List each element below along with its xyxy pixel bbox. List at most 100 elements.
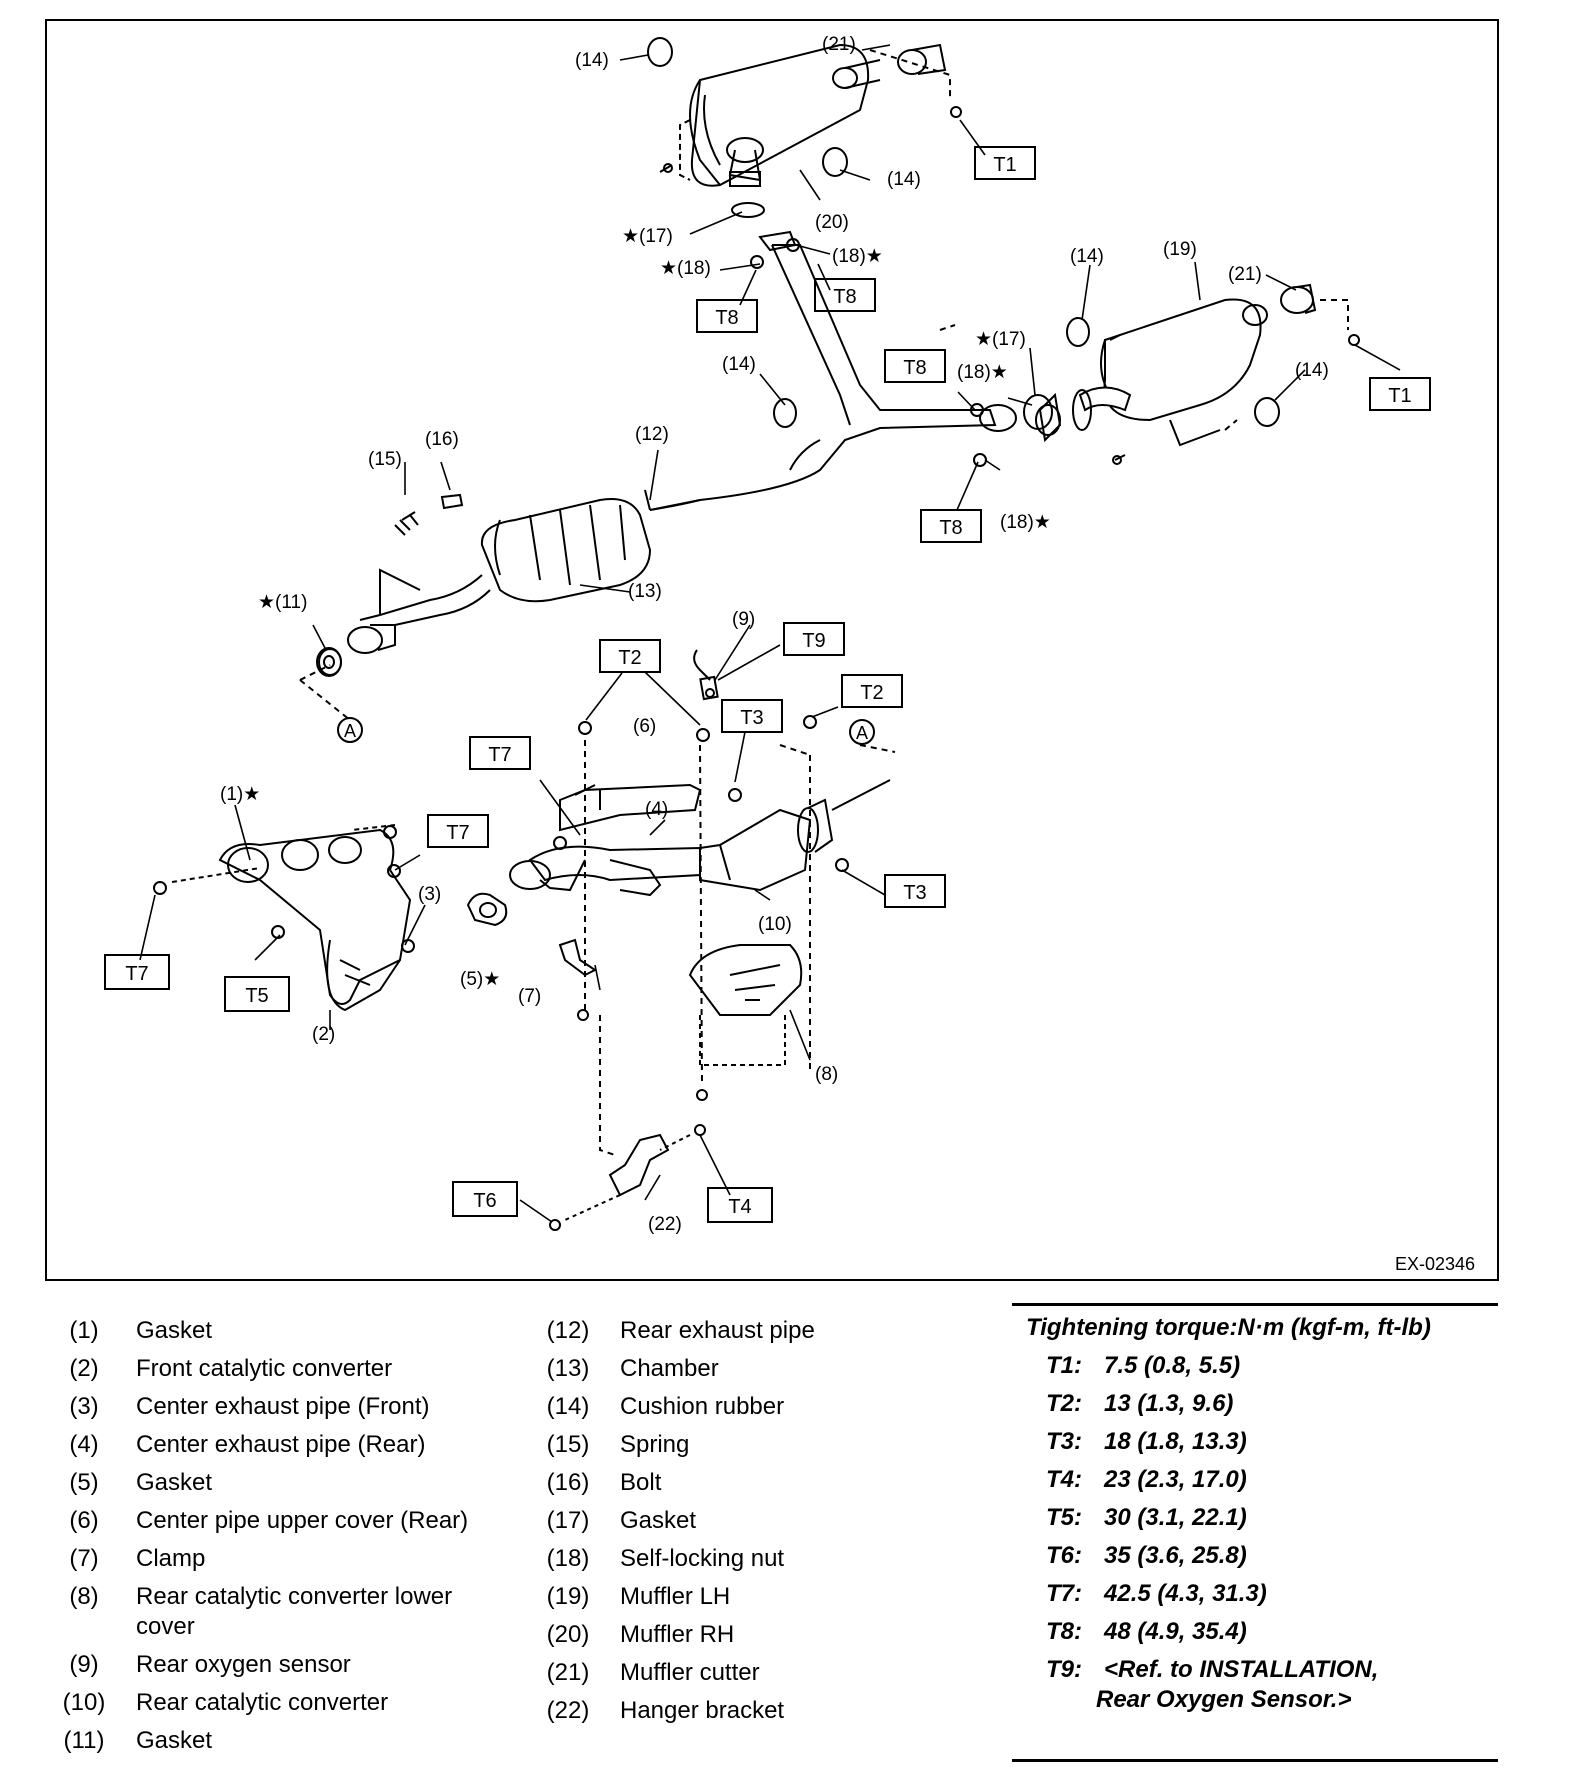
torque-tag: T3 bbox=[740, 707, 763, 729]
leader-lines bbox=[139, 44, 1401, 1223]
torque-value: 23 (2.3, 17.0) bbox=[1104, 1466, 1247, 1493]
torque-tag: T5 bbox=[245, 985, 268, 1007]
muffler-rh bbox=[647, 37, 947, 218]
part-name: Gasket bbox=[136, 1727, 213, 1754]
torque-tag: T2 bbox=[618, 647, 641, 669]
callout: (18)★ bbox=[957, 362, 1008, 383]
part-name: Muffler cutter bbox=[620, 1659, 760, 1686]
part-name: Muffler RH bbox=[620, 1621, 735, 1648]
callout: (4) bbox=[645, 799, 668, 820]
diagram-frame bbox=[45, 19, 1499, 1281]
callout: (1)★ bbox=[220, 784, 260, 805]
torque-row: T3:18 (1.8, 13.3) bbox=[1046, 1428, 1247, 1456]
legend-row: (11) Gasket bbox=[54, 1722, 514, 1760]
torque-tag: T8 bbox=[715, 307, 738, 329]
torque-value: 35 (3.6, 25.8) bbox=[1104, 1542, 1247, 1569]
torque-value: 13 (1.3, 9.6) bbox=[1104, 1390, 1234, 1417]
center-pipe-upper-cover bbox=[559, 783, 702, 832]
callout: (14) bbox=[722, 354, 756, 375]
part-number: (14) bbox=[546, 1393, 590, 1420]
hanger-bracket bbox=[549, 1124, 706, 1231]
part-name: Center exhaust pipe (Front) bbox=[136, 1393, 430, 1420]
legend-row: (21)Muffler cutter bbox=[538, 1654, 978, 1692]
part-number: (6) bbox=[69, 1507, 99, 1534]
part-number: (13) bbox=[546, 1355, 590, 1382]
legend-row: (20)Muffler RH bbox=[538, 1616, 978, 1654]
callout: (6) bbox=[633, 716, 656, 737]
legend-row: (14) Cushion rubber bbox=[538, 1388, 978, 1426]
legend-row: (2)Front catalytic converter bbox=[54, 1350, 514, 1388]
torque-tag: T4 bbox=[728, 1196, 751, 1218]
callout: (21) bbox=[1228, 264, 1262, 285]
rear-exhaust-pipe bbox=[644, 230, 1053, 511]
callout: (12) bbox=[635, 424, 669, 445]
part-number: (11) bbox=[63, 1727, 105, 1754]
torque-row: T9:<Ref. to INSTALLATION, bbox=[1046, 1656, 1378, 1684]
torque-value: 42.5 (4.3, 31.3) bbox=[1104, 1580, 1267, 1607]
callout: (9) bbox=[732, 609, 755, 630]
part-number: (9) bbox=[69, 1651, 99, 1678]
part-name: Bolt bbox=[620, 1469, 662, 1496]
torque-key: T1: bbox=[1046, 1352, 1082, 1379]
part-number: (8) bbox=[69, 1583, 99, 1610]
torque-tag: T8 bbox=[903, 357, 926, 379]
legend-row: (3)Center exhaust pipe (Front) bbox=[54, 1388, 514, 1426]
torque-title: Tightening torque:N·m (kgf-m, ft-lb) bbox=[1026, 1314, 1431, 1341]
legend-row: (22)Hanger bracket bbox=[538, 1692, 978, 1730]
legend-row: (8) Rear catalytic converter lower cover bbox=[54, 1578, 514, 1646]
callout: (2) bbox=[312, 1024, 335, 1045]
torque-row-continuation: Rear Oxygen Sensor.> bbox=[1096, 1686, 1352, 1713]
part-name: Front catalytic converter bbox=[136, 1355, 393, 1382]
callout: (21) bbox=[822, 34, 856, 55]
callout: (14) bbox=[1070, 246, 1104, 267]
muffler-lh bbox=[1035, 283, 1317, 465]
guide-lines bbox=[299, 49, 1349, 1156]
torque-row: T4:23 (2.3, 17.0) bbox=[1046, 1466, 1247, 1494]
legend-row: (15)Spring bbox=[538, 1426, 978, 1464]
center-exhaust-pipe-rear bbox=[509, 779, 891, 897]
torque-key: T5: bbox=[1046, 1504, 1082, 1531]
legend-row: (4)Center exhaust pipe (Rear) bbox=[54, 1426, 514, 1464]
torque-key: T8: bbox=[1046, 1618, 1082, 1645]
part-name: Self-locking nut bbox=[620, 1545, 785, 1572]
marker-a-label: A bbox=[856, 723, 868, 743]
callout: (22) bbox=[648, 1214, 682, 1235]
parts-legend-right: (12)Rear exhaust pipe (13)Chamber (14)Cu… bbox=[538, 1312, 978, 1730]
callout: ★(17) bbox=[975, 329, 1026, 350]
legend-row: (16)Bolt bbox=[538, 1464, 978, 1502]
legend-row: (13)Chamber bbox=[538, 1350, 978, 1388]
part-name: Rear catalytic converter lower cover bbox=[136, 1583, 453, 1640]
callout: ★(18) bbox=[660, 258, 711, 279]
callout: (3) bbox=[418, 884, 441, 905]
part-number: (18) bbox=[546, 1545, 590, 1572]
part-name: Rear catalytic converter bbox=[136, 1689, 389, 1716]
parts-legend-left: (1)Gasket (2)Front catalytic converter (… bbox=[54, 1312, 514, 1760]
torque-key: T7: bbox=[1046, 1580, 1082, 1607]
rear-oxygen-sensor bbox=[693, 649, 719, 701]
part-name: Clamp bbox=[136, 1545, 206, 1572]
rear-catalytic-lower-cover bbox=[688, 944, 803, 1101]
legend-row: (5)Gasket bbox=[54, 1464, 514, 1502]
gasket-11 bbox=[316, 647, 342, 677]
legend-row: (6)Center pipe upper cover (Rear) bbox=[54, 1502, 514, 1540]
legend-row: (1)Gasket bbox=[54, 1312, 514, 1350]
part-name: Cushion rubber bbox=[620, 1393, 785, 1420]
torque-value: 18 (1.8, 13.3) bbox=[1104, 1428, 1247, 1455]
legend-row: (17)Gasket bbox=[538, 1502, 978, 1540]
legend-row: (10)Rear catalytic converter bbox=[54, 1684, 514, 1722]
callout: (14) bbox=[887, 169, 921, 190]
part-number: (7) bbox=[69, 1545, 99, 1572]
part-number: (19) bbox=[546, 1583, 590, 1610]
torque-row: T2:13 (1.3, 9.6) bbox=[1046, 1390, 1233, 1418]
marker-a-label: A bbox=[344, 721, 356, 741]
torque-tags: T1 T1 T8 T8 T8 T8 T9 T2 T2 T3 T3 T7 T7 T… bbox=[104, 146, 1431, 1223]
torque-tag: T3 bbox=[903, 882, 926, 904]
torque-row: T6:35 (3.6, 25.8) bbox=[1046, 1542, 1247, 1570]
part-name: Center exhaust pipe (Rear) bbox=[136, 1431, 426, 1458]
torque-value: 48 (4.9, 35.4) bbox=[1104, 1618, 1247, 1645]
torque-tag: T8 bbox=[939, 517, 962, 539]
torque-tag: T7 bbox=[488, 744, 511, 766]
callout: (20) bbox=[815, 212, 849, 233]
torque-table: Tightening torque:N·m (kgf-m, ft-lb) T1:… bbox=[1012, 1303, 1498, 1762]
torque-tag: T1 bbox=[993, 154, 1016, 176]
